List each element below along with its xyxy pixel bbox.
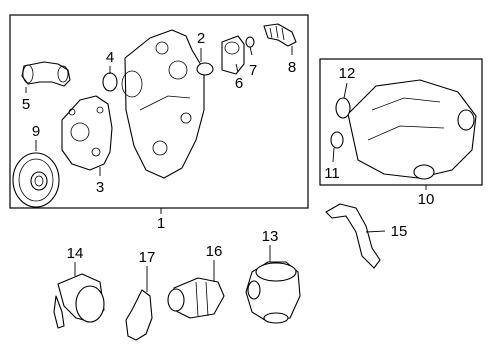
bracket-part — [61, 95, 113, 171]
group-box-right — [319, 58, 483, 186]
group-box-main — [9, 14, 309, 209]
small-ring-part — [245, 36, 255, 48]
housing-part — [121, 29, 205, 179]
callout-16: 16 — [206, 243, 223, 260]
callout-1: 1 — [157, 215, 165, 232]
seal-12-part — [335, 97, 351, 119]
callout-11: 11 — [324, 165, 340, 182]
hose-part — [263, 23, 297, 47]
o-ring-part — [196, 62, 214, 76]
callout-7: 7 — [249, 62, 257, 79]
callout-6: 6 — [235, 75, 243, 92]
valve-part — [167, 277, 225, 319]
pipe-elbow-part — [21, 61, 71, 87]
heat-exchanger-part — [53, 273, 105, 329]
callout-8: 8 — [288, 59, 296, 76]
callout-14: 14 — [67, 245, 84, 262]
seal-11-part — [330, 131, 344, 149]
flange-part — [221, 35, 245, 75]
pulley-part — [12, 152, 60, 208]
callout-17: 17 — [139, 249, 156, 266]
pump-assembly-part — [347, 79, 477, 180]
callout-4: 4 — [106, 49, 114, 66]
callout-2: 2 — [197, 30, 205, 47]
clamp-part — [325, 203, 381, 269]
callout-5: 5 — [22, 96, 30, 113]
callout-12: 12 — [339, 65, 356, 82]
callout-15: 15 — [391, 223, 408, 240]
callout-10: 10 — [418, 191, 435, 208]
callout-3: 3 — [96, 179, 104, 196]
gasket-part — [102, 72, 118, 92]
callout-9: 9 — [32, 123, 40, 140]
electric-pump-part — [245, 261, 301, 324]
strap-part — [125, 289, 153, 341]
callout-13: 13 — [262, 228, 279, 245]
